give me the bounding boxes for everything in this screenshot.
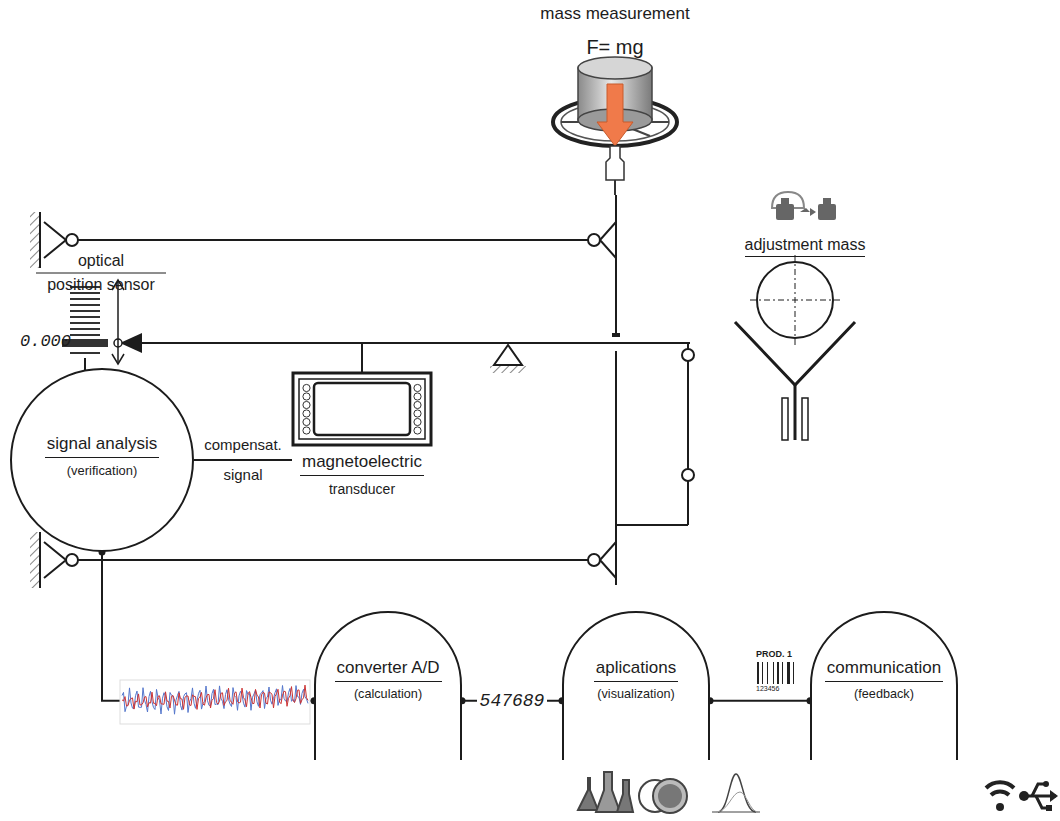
process-circle: signal analysis(verification) bbox=[10, 368, 194, 552]
process-dome: communication(feedback) bbox=[810, 612, 958, 760]
title-label: mass measurement bbox=[540, 4, 689, 24]
node-title: aplications bbox=[594, 658, 678, 682]
text-row: (visualization) bbox=[562, 682, 710, 701]
circle-outline bbox=[10, 368, 194, 552]
text-row: (calculation) bbox=[314, 682, 462, 701]
text-row: (feedback) bbox=[810, 682, 958, 701]
part-name: adjustment mass bbox=[745, 236, 866, 257]
text-row: (verification) bbox=[10, 458, 194, 478]
application-icons bbox=[578, 772, 760, 813]
dome-outline bbox=[314, 612, 462, 760]
signal-line bbox=[194, 459, 292, 461]
barcode bbox=[757, 662, 794, 684]
signal-line bbox=[710, 700, 810, 702]
text-row: converter A/D bbox=[314, 658, 462, 682]
transducer-outline bbox=[292, 372, 432, 490]
node-title: converter A/D bbox=[335, 658, 442, 682]
dome-outline bbox=[562, 612, 710, 760]
node-subtitle: transducer bbox=[292, 476, 432, 497]
text-row: aplications bbox=[562, 658, 710, 682]
edge-label: compensat. signal bbox=[199, 430, 287, 490]
node-subtitle: (feedback) bbox=[810, 682, 958, 701]
node-title: signal analysis bbox=[45, 434, 160, 458]
node-subtitle: (calculation) bbox=[314, 682, 462, 701]
formula-label: F= mg bbox=[586, 36, 643, 59]
adjustment-icon bbox=[772, 192, 836, 220]
weighing-pan bbox=[553, 57, 677, 195]
node-subtitle: (visualization) bbox=[562, 682, 710, 701]
part-name: position sensor bbox=[47, 276, 155, 294]
text-row: magnetoelectric bbox=[292, 452, 432, 476]
part-name: optical bbox=[78, 252, 124, 270]
barcode-digits: 123456 bbox=[756, 685, 779, 692]
transducer-box: magnetoelectrictransducer bbox=[292, 372, 432, 490]
display-value: 0.000 bbox=[20, 332, 71, 351]
text-row: communication bbox=[810, 658, 958, 682]
text-row: transducer bbox=[292, 476, 432, 497]
node-title: magnetoelectric bbox=[300, 452, 424, 476]
process-dome: aplications(visualization) bbox=[562, 612, 710, 760]
text-row: signal analysis bbox=[10, 434, 194, 458]
node-title: communication bbox=[825, 658, 943, 682]
barcode-text: PROD. 1 bbox=[756, 649, 792, 659]
communication-icons bbox=[986, 781, 1058, 811]
node-subtitle: (verification) bbox=[10, 458, 194, 478]
edge-label: 547689 bbox=[477, 691, 548, 711]
dome-outline bbox=[810, 612, 958, 760]
signal-line bbox=[102, 552, 314, 701]
process-dome: converter A/D(calculation) bbox=[314, 612, 462, 760]
